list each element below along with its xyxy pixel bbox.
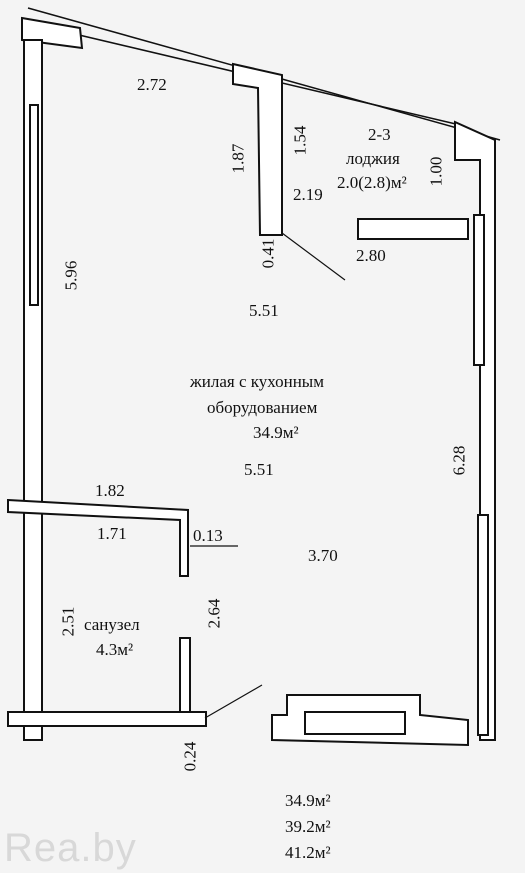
dim-right-wall: 6.28 <box>449 445 469 476</box>
dim-notch-height: 1.87 <box>228 143 248 174</box>
dim-hall-width: 3.70 <box>308 546 338 565</box>
bathroom-area: 4.3м² <box>96 640 134 659</box>
living-room-name-line1: жилая с кухонным <box>190 372 324 391</box>
dim-bath-right: 2.64 <box>204 598 224 629</box>
loggia-name: лоджия <box>346 149 400 168</box>
dim-bath-wall: 0.13 <box>193 526 223 545</box>
dim-bath-left: 2.51 <box>58 606 78 637</box>
watermark-logo: Rea.by <box>4 826 137 870</box>
dim-notch-width: 2.19 <box>293 185 323 204</box>
dim-loggia-right: 1.00 <box>426 156 446 187</box>
dim-bath-inner: 1.71 <box>97 524 127 543</box>
total-area-with-loggia: 41.2м² <box>285 843 331 862</box>
dim-width-lower: 5.51 <box>244 460 274 479</box>
dim-top-wall: 2.72 <box>137 75 167 94</box>
dim-pier: 0.41 <box>258 238 278 269</box>
dim-bath-top: 1.82 <box>95 481 125 500</box>
dim-left-wall: 5.96 <box>61 260 81 291</box>
living-room-name-line2: оборудованием <box>207 398 318 417</box>
dim-width-upper: 5.51 <box>249 301 279 320</box>
dim-loggia-left: 1.54 <box>290 125 310 156</box>
loggia-area: 2.0(2.8)м² <box>337 173 407 192</box>
dim-loggia-bottom: 2.80 <box>356 246 386 265</box>
loggia-number: 2-3 <box>368 125 391 144</box>
bathroom-name: санузел <box>84 615 140 634</box>
dim-bottom-wall: 0.24 <box>180 741 200 772</box>
total-area: 39.2м² <box>285 817 331 836</box>
living-room-area: 34.9м² <box>253 423 299 442</box>
total-living-area: 34.9м² <box>285 791 331 810</box>
